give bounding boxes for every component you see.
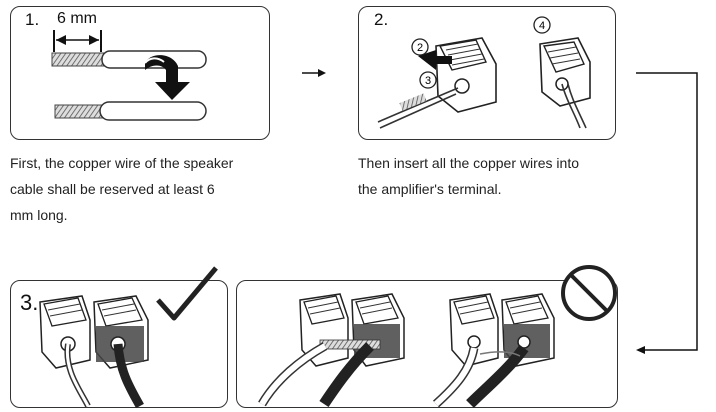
step-1-caption-line-2: cable shall be reserved at least 6 (10, 181, 215, 197)
callout-4: 4 (533, 16, 551, 34)
terminal-pair-correct (39, 295, 149, 409)
terminal-pair-wrong-2 (432, 293, 555, 408)
callout-2: 2 (411, 38, 429, 56)
step-2-caption: Then insert all the copper wires into th… (358, 150, 618, 202)
terminal-clip-open (377, 37, 497, 129)
callout-3-label: 3 (425, 75, 431, 87)
step-2-caption-line-2: the amplifier's terminal. (358, 181, 502, 197)
checkmark-icon (156, 266, 218, 321)
step-1-caption: First, the copper wire of the speaker ca… (10, 150, 270, 228)
step-2-caption-line-1: Then insert all the copper wires into (358, 155, 579, 171)
stripped-wire-bottom (54, 101, 207, 121)
next-step-arrow-icon (302, 69, 326, 77)
terminal-clip-closed (539, 37, 591, 129)
step-1-number: 1. (25, 10, 40, 29)
flow-connector-arrow-icon (636, 72, 698, 354)
cut-arrow-icon (144, 55, 190, 100)
prohibited-icon (561, 265, 617, 321)
terminal-pair-wrong-1 (258, 293, 405, 408)
step-1-caption-line-3: mm long. (10, 207, 68, 223)
callout-2-label: 2 (417, 42, 423, 54)
measure-dimension (53, 30, 102, 52)
measure-label: 6 mm (57, 10, 97, 27)
callout-3: 3 (419, 71, 437, 89)
step-2-number: 2. (374, 10, 389, 29)
callout-4-label: 4 (539, 20, 545, 32)
step-1-caption-line-1: First, the copper wire of the speaker (10, 155, 234, 171)
stripped-wire-top (51, 50, 207, 69)
step-3-number: 3. (20, 290, 39, 315)
